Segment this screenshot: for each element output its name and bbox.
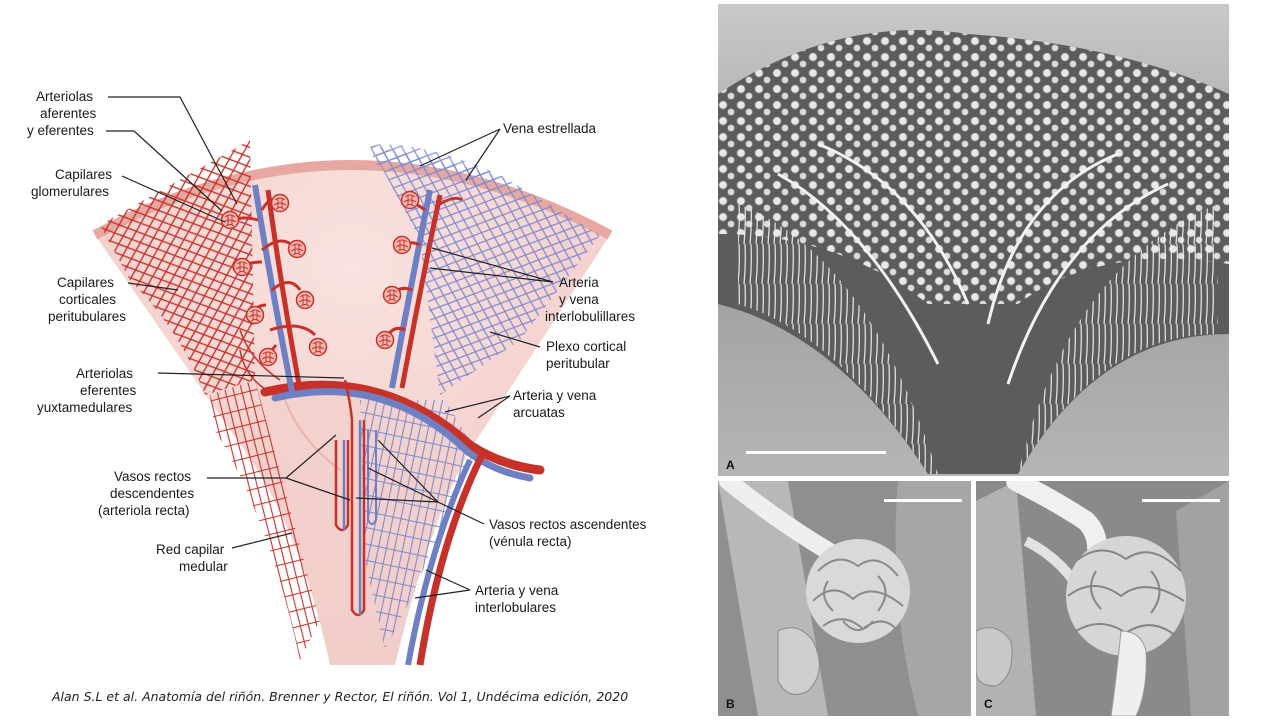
leader-vasos-rectos-ascendentes-3 [355,497,439,503]
leader-red-capilar-medular [231,532,293,549]
label-arteria-vena-interlobulillares: Arteria y vena interlobulillares [545,275,635,324]
svg-text:Vasos rectos ascendentes: Vasos rectos ascendentes [489,517,647,532]
leader-interlobulillares-1 [431,247,554,283]
svg-text:Vasos rectos: Vasos rectos [114,469,191,484]
leader-interlobulares-2 [414,589,471,599]
svg-text:(vénula recta): (vénula recta) [489,534,572,549]
svg-text:eferentes: eferentes [80,383,137,398]
micrograph-a-image [718,4,1229,476]
scale-bar-b [884,499,962,502]
leader-capilares-glomerulares [121,175,226,223]
svg-text:medular: medular [179,559,228,574]
label-capilares-glomerulares: Capilares glomerulares [31,167,112,199]
leader-capilares-corticales [127,282,179,291]
label-arteria-vena-arcuatas: Arteria y vena arcuatas [513,388,597,420]
micrograph-panel-a: A [718,4,1229,476]
label-plexo-cortical: Plexo cortical peritubular [546,339,626,371]
svg-text:Arteria: Arteria [559,275,599,290]
right-interlobular-vessels [375,189,463,389]
leader-vena-estrellada-1 [419,128,501,167]
svg-text:corticales: corticales [59,292,116,307]
svg-text:glomerulares: glomerulares [31,184,109,199]
label-vasos-rectos-descendentes: Vasos rectos descendentes (arteriola rec… [98,469,194,518]
citation-caption: Alan S.L et al. Anatomía del riñón. Bren… [52,689,629,704]
label-arteria-vena-interlobulares: Arteria y vena interlobulares [475,583,559,615]
leader-arcuatas-1 [444,395,511,413]
leader-vasos-rectos-descendentes-2 [285,477,351,501]
label-vasos-rectos-ascendentes: Vasos rectos ascendentes (vénula recta) [489,517,647,549]
leader-arteriolas-eferentes [106,130,223,212]
svg-text:interlobulillares: interlobulillares [545,309,635,324]
leader-interlobulillares-2 [429,267,554,283]
svg-text:yuxtamedulares: yuxtamedulares [37,400,133,415]
panel-label-a: A [726,458,735,472]
svg-text:descendentes: descendentes [110,486,194,501]
leader-arcuatas-2 [477,395,511,419]
svg-text:(arteriola recta): (arteriola recta) [98,503,190,518]
leader-vasos-rectos-ascendentes-2 [367,467,439,503]
svg-text:Arteria y vena: Arteria y vena [513,388,597,403]
label-arteriolas-aferentes: Arteriolas aferentes y eferentes [27,89,97,138]
micrograph-c-image [976,481,1229,716]
leader-arteriolas-aferentes [108,96,238,205]
svg-text:Capilares: Capilares [57,275,114,290]
scale-bar-a [746,451,886,454]
panel-label-c: C [984,697,993,711]
vasa-recta [334,379,377,617]
svg-text:Vena estrellada: Vena estrellada [503,121,597,136]
label-capilares-corticales: Capilares corticales peritubulares [48,275,126,324]
micrograph-panel-b: B [718,481,971,716]
micrograph-b-image [718,481,971,716]
svg-text:peritubulares: peritubulares [48,309,126,324]
left-interlobular-vessels [220,184,328,393]
leader-interlobulares-1 [425,569,471,591]
panel-label-b: B [726,697,735,711]
svg-text:Arteriolas: Arteriolas [76,366,133,381]
svg-text:interlobulares: interlobulares [475,600,556,615]
svg-text:y vena: y vena [559,292,599,307]
svg-text:Arteria y vena: Arteria y vena [475,583,559,598]
label-arteriolas-eferentes-yuxta: Arteriolas eferentes yuxtamedulares [37,366,137,415]
arcuate-vessels [260,380,545,666]
label-vena-estrellada: Vena estrellada [503,121,597,136]
svg-text:Plexo cortical: Plexo cortical [546,339,626,354]
leader-arteriolas-eferentes-yuxta [157,372,345,379]
svg-text:Arteriolas: Arteriolas [36,89,93,104]
svg-text:Capilares: Capilares [55,167,112,182]
micrograph-panel-c: C [976,481,1229,716]
scale-bar-c [1142,499,1220,502]
svg-text:Red capilar: Red capilar [156,542,225,557]
svg-text:arcuatas: arcuatas [513,405,565,420]
svg-text:y eferentes: y eferentes [27,123,94,138]
label-red-capilar-medular: Red capilar medular [156,542,228,574]
leader-vena-estrellada-2 [465,128,501,181]
leader-plexo-cortical [489,331,541,348]
svg-text:aferentes: aferentes [40,106,97,121]
svg-text:peritubular: peritubular [546,356,610,371]
